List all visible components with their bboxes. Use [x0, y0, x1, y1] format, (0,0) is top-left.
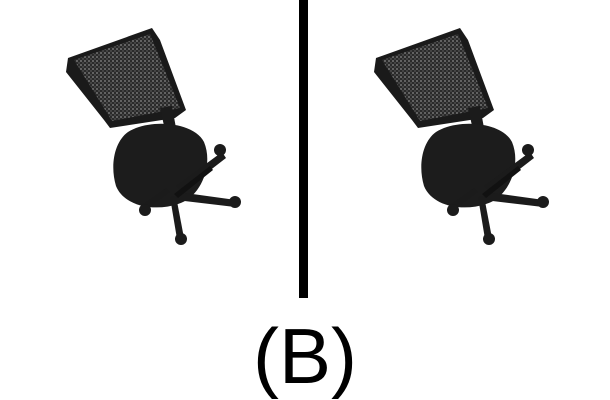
office-chair-icon	[374, 28, 549, 245]
vertical-divider	[299, 0, 308, 298]
right-panel	[308, 0, 608, 300]
left-panel	[0, 0, 300, 300]
caption-label: (B)	[253, 312, 357, 400]
office-chair-icon	[66, 28, 241, 245]
